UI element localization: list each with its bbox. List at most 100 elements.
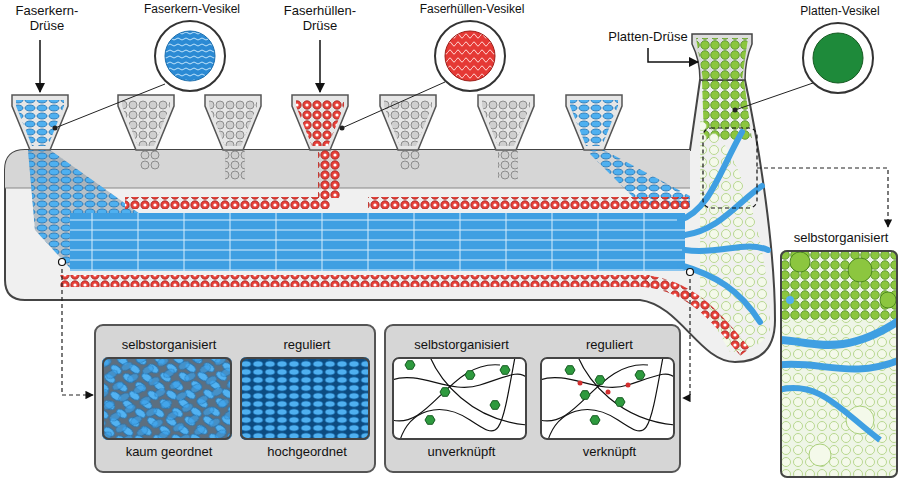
panel-caption: kaum geordnet bbox=[104, 445, 234, 460]
rail-edge bbox=[5, 188, 690, 189]
funnel-body bbox=[292, 95, 348, 150]
falling-vesicles bbox=[225, 150, 245, 180]
plate-vesicles bbox=[780, 250, 898, 320]
hexagon-protein bbox=[590, 416, 600, 425]
plate-vesicle-fill bbox=[696, 38, 748, 80]
gland-label: Faserkern- Drüse bbox=[8, 4, 86, 34]
disordered-vesicles bbox=[102, 357, 232, 440]
fiber-fan bbox=[685, 246, 768, 251]
falling-vesicles bbox=[498, 150, 518, 180]
polymer-strands bbox=[540, 357, 675, 440]
sheath-vesicle-detail bbox=[445, 31, 495, 81]
panel-caption: verknüpft bbox=[542, 445, 677, 460]
comparison-panel bbox=[95, 325, 375, 472]
panel-heading: selbstorganisiert bbox=[104, 338, 234, 353]
funnel-body bbox=[380, 95, 436, 150]
hexagon-protein bbox=[405, 361, 415, 370]
pointer-arrow bbox=[319, 40, 321, 92]
funnel-body bbox=[478, 95, 534, 150]
polymer-strand bbox=[430, 357, 527, 425]
vesicle-callout: Faserhüllen-Vesikel bbox=[434, 20, 506, 92]
detail-panel: reguliertverknüpft bbox=[540, 357, 675, 440]
gland-label: Platten-Drüse bbox=[598, 30, 698, 45]
fiber-vesicle bbox=[786, 296, 794, 304]
plate-vesicle bbox=[880, 292, 896, 308]
plate-detail-art bbox=[780, 250, 898, 478]
leader-dot bbox=[340, 126, 345, 131]
pointer-arrow bbox=[39, 40, 41, 92]
pale-bubble bbox=[809, 444, 831, 466]
crosslink-dot bbox=[578, 381, 583, 386]
leader-dot bbox=[733, 108, 738, 113]
falling-vesicles bbox=[140, 150, 160, 170]
vesicle-fill bbox=[570, 100, 618, 146]
gland-label: Faserhüllen- Drüse bbox=[276, 4, 364, 34]
plate-vesicle bbox=[790, 252, 810, 272]
callout-ring bbox=[155, 21, 225, 91]
hexagon-protein bbox=[425, 416, 435, 425]
focus-box bbox=[703, 128, 757, 208]
callout-ring bbox=[435, 21, 505, 91]
detail-leader bbox=[62, 262, 93, 395]
gland-funnel bbox=[380, 95, 436, 150]
panel-heading: reguliert bbox=[542, 338, 677, 353]
gland-funnel bbox=[118, 95, 174, 150]
panel-caption: hochgeordnet bbox=[242, 445, 372, 460]
hexagon-protein bbox=[465, 371, 475, 380]
polymer-strand bbox=[540, 374, 675, 387]
callout-ring bbox=[803, 23, 873, 93]
gland-funnel bbox=[292, 95, 348, 150]
hexagon-protein bbox=[490, 401, 500, 410]
crosslink-dot bbox=[626, 383, 631, 388]
comparison-panel bbox=[385, 325, 680, 472]
leader-line bbox=[342, 82, 445, 128]
polymer-network bbox=[392, 357, 527, 440]
sheath-row bbox=[368, 197, 690, 209]
funnel-body bbox=[12, 95, 68, 150]
fiber-vesicle-detail bbox=[165, 31, 215, 81]
panel-heading: selbstorganisiert bbox=[394, 338, 529, 353]
disordered-vesicles bbox=[102, 357, 232, 440]
pointer-arrow bbox=[648, 48, 698, 62]
hexagon-protein bbox=[500, 366, 510, 375]
detail-panel: selbstorganisiertunverknüpft bbox=[392, 357, 527, 440]
fiber-swirl bbox=[780, 320, 898, 345]
detail-leader bbox=[683, 272, 690, 398]
detail-panel: selbstorganisiert bbox=[780, 250, 898, 478]
hexagon-protein bbox=[595, 376, 605, 385]
panel-heading: Faserhüllen-Vesikel bbox=[407, 3, 537, 17]
polymer-strand bbox=[400, 357, 515, 440]
disordered-ground bbox=[102, 357, 232, 440]
funnel-body bbox=[118, 95, 174, 150]
polymer-network bbox=[540, 357, 675, 440]
vesicle-callout: Faserkern-Vesikel bbox=[154, 20, 226, 92]
gland-funnel bbox=[205, 95, 261, 150]
sample-point bbox=[59, 259, 66, 266]
panel-heading: selbstorganisiert bbox=[772, 231, 908, 246]
detail-panel: selbstorganisiertkaum geordnet bbox=[102, 357, 232, 440]
vesicle-callout: Platten-Vesikel bbox=[802, 22, 874, 94]
fiber-fan bbox=[680, 265, 760, 322]
panel-caption: unverknüpft bbox=[394, 445, 529, 460]
panel-heading: Platten-Vesikel bbox=[775, 5, 905, 19]
plate-vesicle-detail bbox=[813, 33, 863, 83]
fiber-fan bbox=[685, 186, 762, 235]
vesicle-fill bbox=[296, 100, 344, 146]
hexagon-protein bbox=[440, 388, 450, 397]
leader-line bbox=[55, 84, 165, 128]
leader-line bbox=[735, 83, 813, 110]
polymer-strand bbox=[548, 357, 663, 440]
sheath-row bbox=[60, 275, 650, 287]
crosslink-dot bbox=[606, 390, 611, 395]
sheath-row bbox=[125, 197, 330, 209]
hexagon-protein bbox=[565, 366, 575, 375]
fiber-swirl bbox=[780, 388, 880, 440]
plate-vesicle bbox=[848, 258, 872, 282]
vesicle-fill bbox=[384, 100, 432, 146]
leader-dot bbox=[53, 126, 58, 131]
gland-funnel bbox=[566, 95, 622, 150]
detail-panel: regulierthochgeordnet bbox=[240, 357, 370, 440]
network-ground bbox=[540, 357, 675, 440]
falling-vesicles bbox=[318, 150, 340, 198]
